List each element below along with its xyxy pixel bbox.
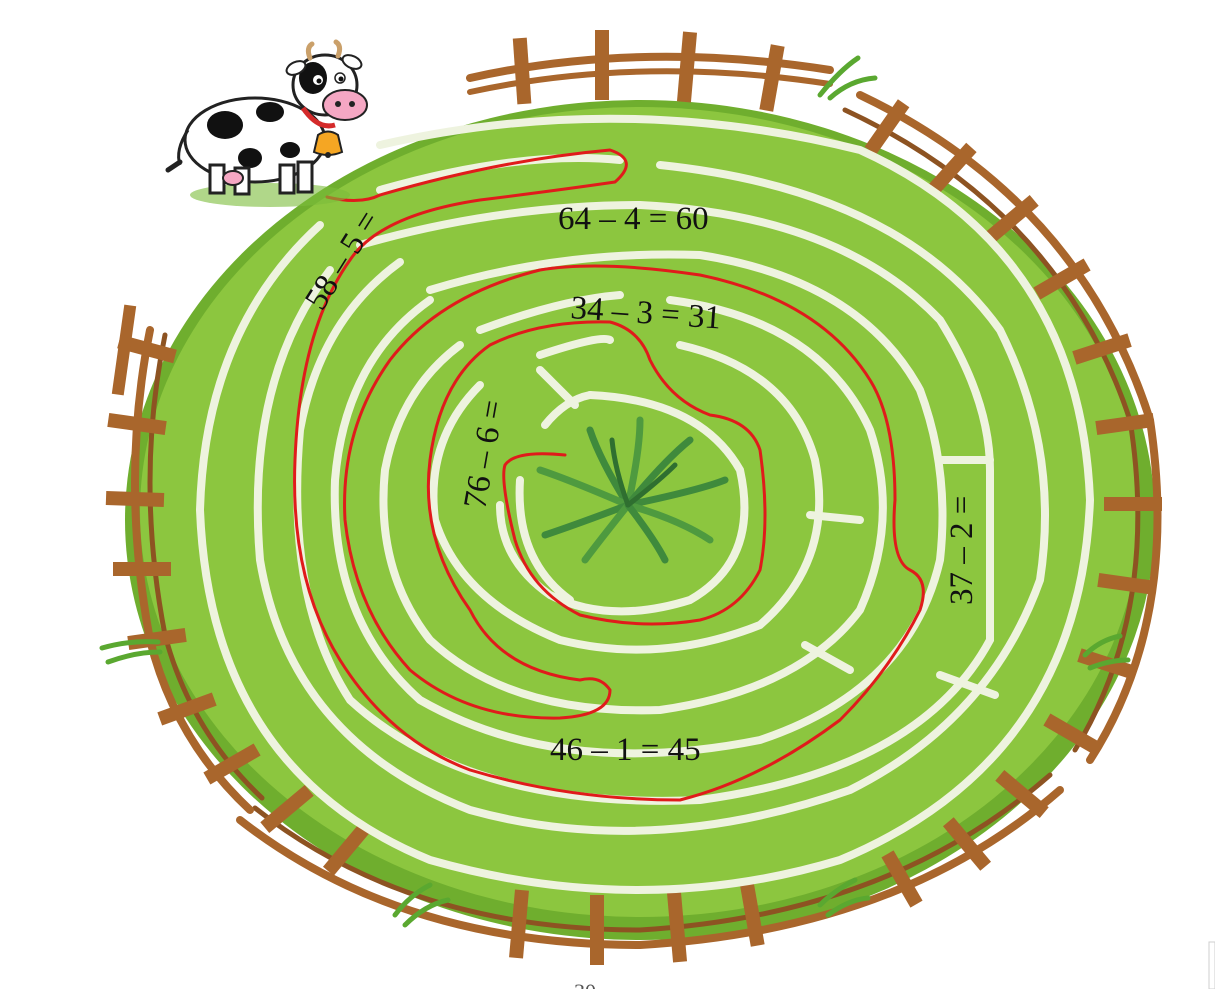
maze-walls (195, 114, 1095, 894)
grass-tuft-icon (536, 416, 729, 564)
grass-tuft-decor (99, 55, 1131, 928)
eq-right: 37 – 2 = (944, 496, 980, 605)
solution-path (293, 148, 925, 802)
page-edge (1208, 941, 1215, 989)
eq-top: 64 – 4 = 60 (558, 201, 709, 237)
page-number: 30 (574, 979, 596, 989)
eq-bottom: 46 – 1 = 45 (550, 732, 701, 768)
fence (105, 30, 1162, 965)
cow-icon (165, 39, 368, 207)
